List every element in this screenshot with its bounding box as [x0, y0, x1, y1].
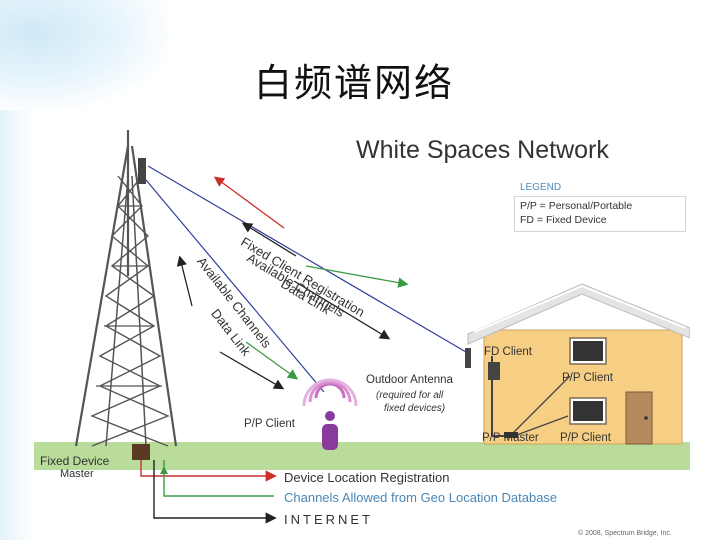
data-link-arrow-left	[241, 222, 297, 257]
copyright-notice: © 2008, Spectrum Bridge, Inc.	[578, 530, 672, 537]
slide-title: 白频谱网络	[254, 61, 455, 105]
tower-antenna	[138, 158, 146, 184]
lower-channels-arrow	[245, 341, 299, 380]
upper-signal-line	[147, 165, 467, 353]
database-flows	[140, 460, 277, 524]
slide-side-decoration	[0, 110, 34, 540]
legend-box	[514, 196, 686, 232]
lower-data-arrow-up	[176, 255, 193, 307]
label-fixed-device: Fixed Device	[40, 454, 110, 468]
data-link-arrow-right	[293, 280, 391, 340]
slide-corner-decoration	[0, 0, 170, 110]
label-pp-master: P/P Master	[482, 432, 539, 444]
available-channels-arrow	[305, 265, 409, 288]
label-outdoor-antenna: Outdoor Antenna	[366, 374, 453, 386]
house	[465, 283, 690, 445]
label-master: Master	[60, 468, 94, 480]
diagram-title: White Spaces Network	[356, 136, 609, 164]
label-internet: INTERNET	[284, 512, 373, 527]
label-pp-client-house-lower: P/P Client	[560, 432, 611, 444]
legend-line-fd: FD = Fixed Device	[520, 214, 607, 226]
registration-arrow	[213, 176, 285, 229]
legend-heading: LEGEND	[520, 182, 562, 193]
lower-data-arrow-down	[219, 351, 285, 390]
label-device-location-registration: Device Location Registration	[284, 470, 450, 485]
white-spaces-diagram: White Spaces Network LEGEND P/P = Person…	[34, 116, 690, 540]
label-pp-client-house-upper: P/P Client	[562, 372, 613, 384]
legend-line-pp: P/P = Personal/Portable	[520, 200, 633, 212]
pp-client-device	[302, 378, 358, 450]
lower-signal-line	[145, 179, 325, 393]
label-outdoor-note-1: (required for all	[376, 390, 444, 401]
label-outdoor-note-2: fixed devices)	[384, 403, 446, 414]
label-fd-client: FD Client	[484, 346, 532, 358]
label-pp-client-field: P/P Client	[244, 418, 295, 430]
diagram-graphics	[34, 130, 690, 540]
label-channels-allowed: Channels Allowed from Geo Location Datab…	[284, 490, 558, 505]
transmission-tower	[74, 130, 178, 447]
fixed-device-box	[132, 444, 150, 460]
